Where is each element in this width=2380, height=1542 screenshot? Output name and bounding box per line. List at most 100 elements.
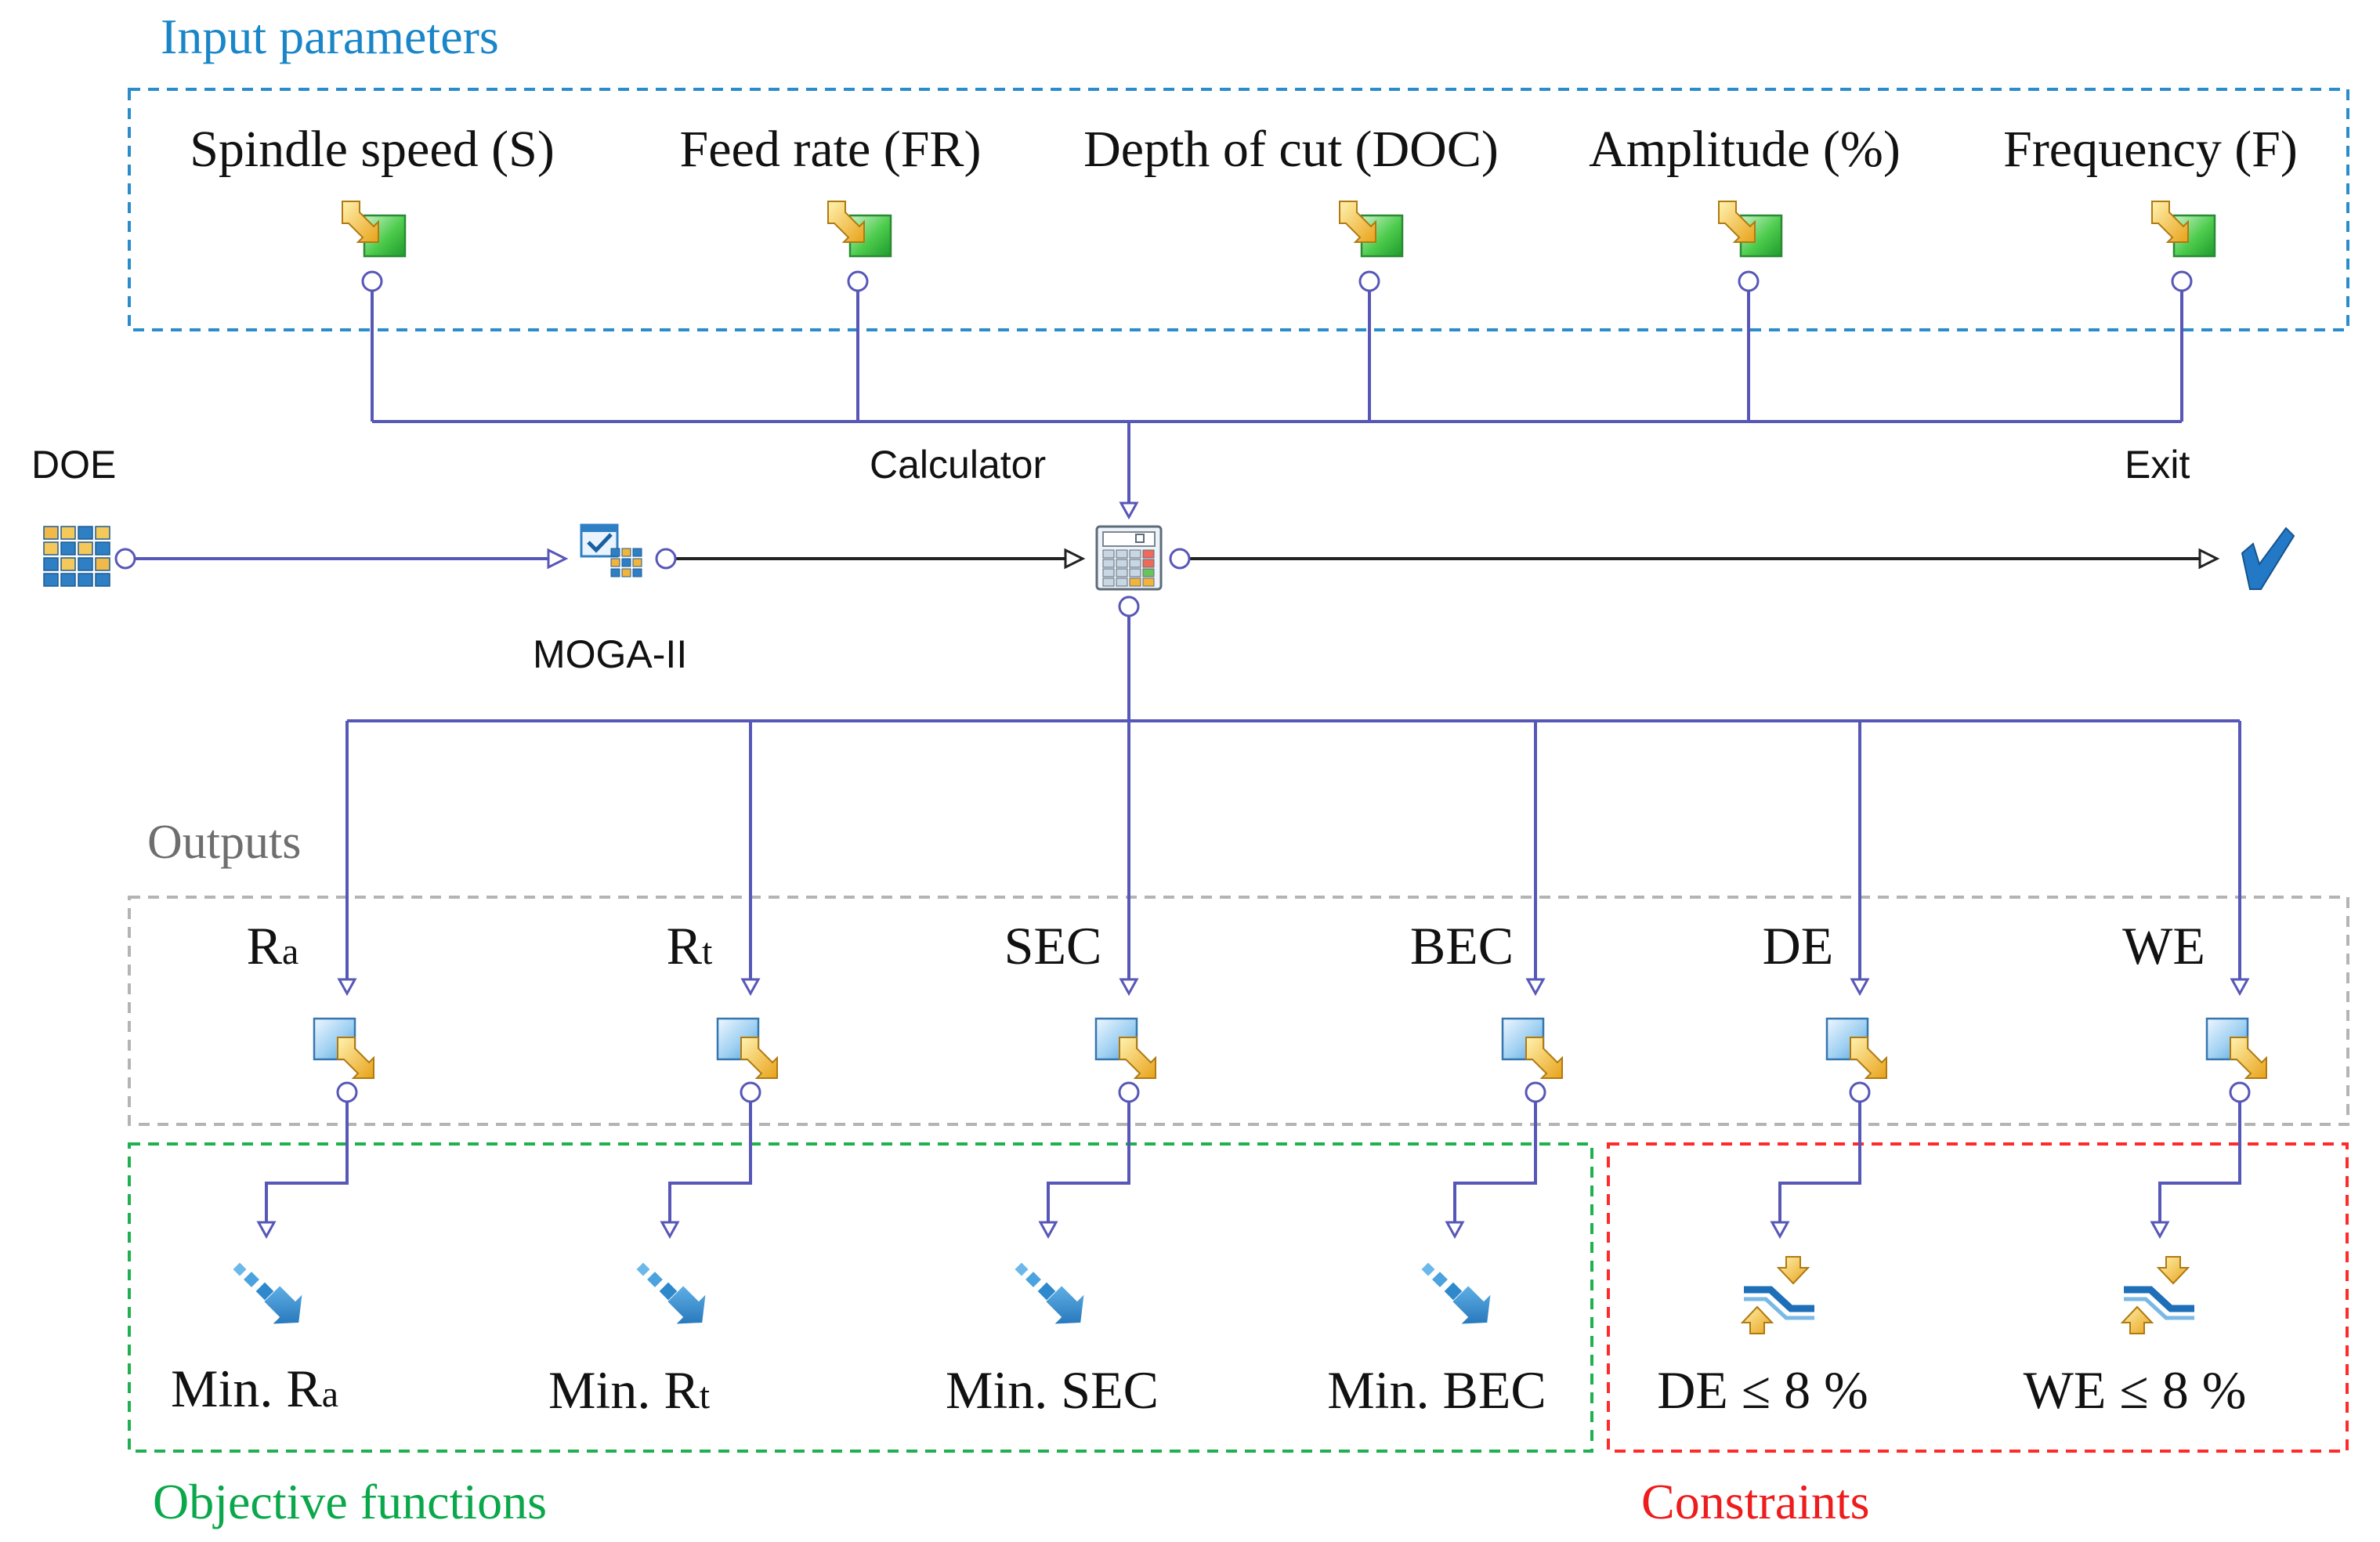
calculator-icon: [1095, 525, 1163, 591]
calculator-label: Calculator: [870, 443, 1046, 487]
objective-label: Min. BEC: [1327, 1360, 1546, 1420]
input-port[interactable]: [361, 270, 383, 292]
doe-grid-cell: [43, 557, 59, 571]
objective-label-sub: t: [700, 1375, 711, 1417]
moga-output-port[interactable]: [655, 548, 677, 570]
input-port[interactable]: [847, 270, 869, 292]
input-port[interactable]: [2171, 270, 2193, 292]
calculator-node[interactable]: Calculator: [870, 443, 1191, 617]
doe-grid-cell: [78, 573, 93, 587]
output-label-main: R: [247, 916, 283, 976]
minimize-icon-dot: [244, 1272, 259, 1287]
output-node-bec[interactable]: BEC: [1410, 916, 1563, 1103]
constraint-icon-band-light: [1744, 1297, 1814, 1320]
constraint-icon-band: [1744, 1286, 1814, 1312]
input-icon-arrow-group: [1718, 201, 1756, 243]
input-node-amplitude[interactable]: Amplitude (%): [1589, 121, 1901, 292]
calculator-output-port[interactable]: [1169, 548, 1191, 570]
output-variable-icon: [1825, 1017, 1887, 1079]
scheduler-grid-cell: [632, 568, 642, 577]
output-port[interactable]: [1849, 1081, 1871, 1103]
doe-grid-cell: [43, 526, 59, 540]
calculator-key: [1129, 568, 1141, 577]
doe-label: DOE: [31, 443, 116, 487]
output-node-de[interactable]: DE: [1763, 916, 1887, 1103]
calculator-key: [1142, 549, 1155, 559]
output-port[interactable]: [1118, 1081, 1140, 1103]
input-icon-arrow-group: [342, 201, 379, 243]
input-variable-icon: [2151, 201, 2216, 258]
output-icon-arrow-group: [2230, 1037, 2267, 1079]
output-icon-arrow: [1119, 1037, 1156, 1079]
output-variable-icon: [1094, 1017, 1156, 1079]
doe-grid-cell: [43, 541, 59, 556]
input-icon-arrow: [1339, 201, 1376, 243]
doe-node[interactable]: DOE: [31, 443, 136, 587]
input-label: Spindle speed (S): [190, 121, 555, 178]
minimize-objective-icon: [1015, 1262, 1084, 1324]
constraint-node-de[interactable]: DE ≤ 8 %: [1657, 1256, 1868, 1420]
calculator-digit: [1135, 534, 1145, 543]
objective-functions-title: Objective functions: [153, 1474, 547, 1529]
output-label: WE: [2122, 916, 2205, 976]
output-icon-arrow: [337, 1037, 374, 1079]
output-icon-arrow: [1850, 1037, 1887, 1079]
constraints-title: Constraints: [1641, 1474, 1870, 1529]
input-node-frequency[interactable]: Frequency (F): [2003, 121, 2298, 292]
input-node-feed-rate[interactable]: Feed rate (FR): [680, 121, 982, 292]
output-node-ra[interactable]: Ra: [247, 916, 374, 1103]
calculator-key: [1116, 577, 1128, 587]
constraint-icon-band: [2124, 1286, 2194, 1312]
scheduler-grid-cell: [610, 568, 620, 577]
objective-label: Min. SEC: [946, 1360, 1159, 1420]
minimize-objective-icon: [1421, 1262, 1491, 1324]
scheduler-title-bar: [581, 525, 617, 532]
calculator-key: [1116, 568, 1128, 577]
objective-node-min-ra[interactable]: Min. Ra: [171, 1262, 338, 1418]
output-arrow: [1525, 978, 1546, 997]
output-port[interactable]: [2229, 1081, 2251, 1103]
input-label: Frequency (F): [2003, 121, 2298, 178]
output-port[interactable]: [740, 1081, 761, 1103]
input-icon-arrow-group: [827, 201, 865, 243]
output-arrow: [2230, 978, 2250, 997]
input-variable-icon: [827, 201, 892, 258]
input-variable-icon: [1339, 201, 1404, 258]
doe-grid-cell: [95, 541, 110, 556]
exit-node[interactable]: Exit: [2125, 443, 2295, 590]
output-node-we[interactable]: WE: [2122, 916, 2267, 1103]
doe-output-port[interactable]: [114, 548, 136, 570]
outputs-title: Outputs: [147, 816, 301, 869]
objective-node-min-bec[interactable]: Min. BEC: [1327, 1262, 1546, 1420]
exit-checkmark-icon: [2241, 527, 2295, 590]
scheduler-grid-cell: [632, 548, 642, 557]
doe-grid-cell: [60, 557, 76, 571]
output-arrow: [1119, 978, 1139, 997]
output-label-main: R: [667, 916, 703, 976]
output-port[interactable]: [1525, 1081, 1546, 1103]
constraint-node-we[interactable]: WE ≤ 8 %: [2024, 1256, 2247, 1420]
input-port[interactable]: [1358, 270, 1380, 292]
output-node-sec[interactable]: SEC: [1004, 916, 1156, 1103]
output-label: Ra: [247, 916, 299, 976]
doe-grid-icon: [43, 526, 110, 587]
calculator-key: [1102, 549, 1115, 559]
constraint-label: DE ≤ 8 %: [1657, 1360, 1868, 1420]
calculator-key: [1116, 549, 1128, 559]
output-variable-icon: [313, 1017, 374, 1079]
input-variable-icon: [342, 201, 407, 258]
minimize-icon-arrow: [1452, 1286, 1491, 1324]
objective-node-min-sec[interactable]: Min. SEC: [946, 1262, 1159, 1420]
minimize-icon-arrow: [264, 1286, 302, 1324]
output-port[interactable]: [336, 1081, 358, 1103]
moga-node[interactable]: MOGA-II: [533, 523, 687, 676]
input-port[interactable]: [1738, 270, 1760, 292]
input-icon-arrow: [2151, 201, 2189, 243]
result-connector: [1453, 1102, 1537, 1222]
input-node-depth-of-cut[interactable]: Depth of cut (DOC): [1083, 121, 1499, 292]
exit-flow-arrow: [2198, 548, 2220, 570]
input-node-spindle-speed[interactable]: Spindle speed (S): [190, 121, 555, 292]
objective-node-min-rt[interactable]: Min. Rt: [548, 1262, 718, 1420]
calculator-input-port[interactable]: [1118, 595, 1140, 617]
output-node-rt[interactable]: Rt: [667, 916, 778, 1103]
